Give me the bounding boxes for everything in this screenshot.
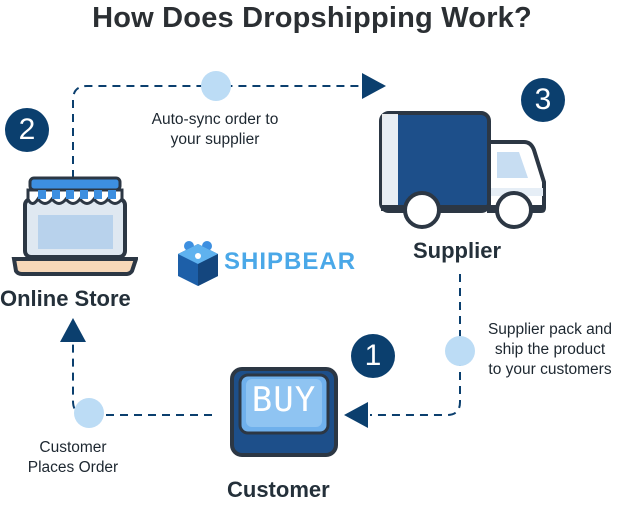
brand-wordmark: SHIPBEAR (224, 248, 357, 275)
step-text-supplier-ship: Supplier pack and ship the product to yo… (487, 321, 613, 378)
connector-supplier-to-customer (370, 274, 461, 416)
step-text-customer-order: Customer Places Order (27, 439, 119, 476)
customer-label: Customer (227, 477, 330, 502)
step-badge-3: 3 (521, 78, 565, 122)
page-title: How Does Dropshipping Work? (92, 2, 532, 34)
arrow-icon (344, 402, 368, 428)
supplier-label: Supplier (413, 238, 502, 263)
step-text-auto-sync: Auto-sync order to your supplier (151, 111, 279, 148)
online-store-label: Online Store (0, 286, 131, 311)
connector-customer-to-store (72, 342, 212, 416)
flow-dot (445, 336, 475, 366)
delivery-truck-icon (379, 111, 546, 229)
arrow-icon (362, 73, 386, 99)
online-store-icon (11, 176, 138, 276)
step-badge-1: 1 (351, 334, 395, 378)
arrow-icon (60, 318, 86, 342)
buy-button-text: BUY (251, 380, 317, 420)
connector-store-to-supplier (72, 85, 360, 178)
step-badge-2: 2 (5, 108, 49, 152)
buy-button-icon: BUY (230, 367, 338, 457)
flow-dot (201, 71, 231, 101)
bear-box-logo-icon (178, 241, 218, 286)
flow-dot (74, 398, 104, 428)
